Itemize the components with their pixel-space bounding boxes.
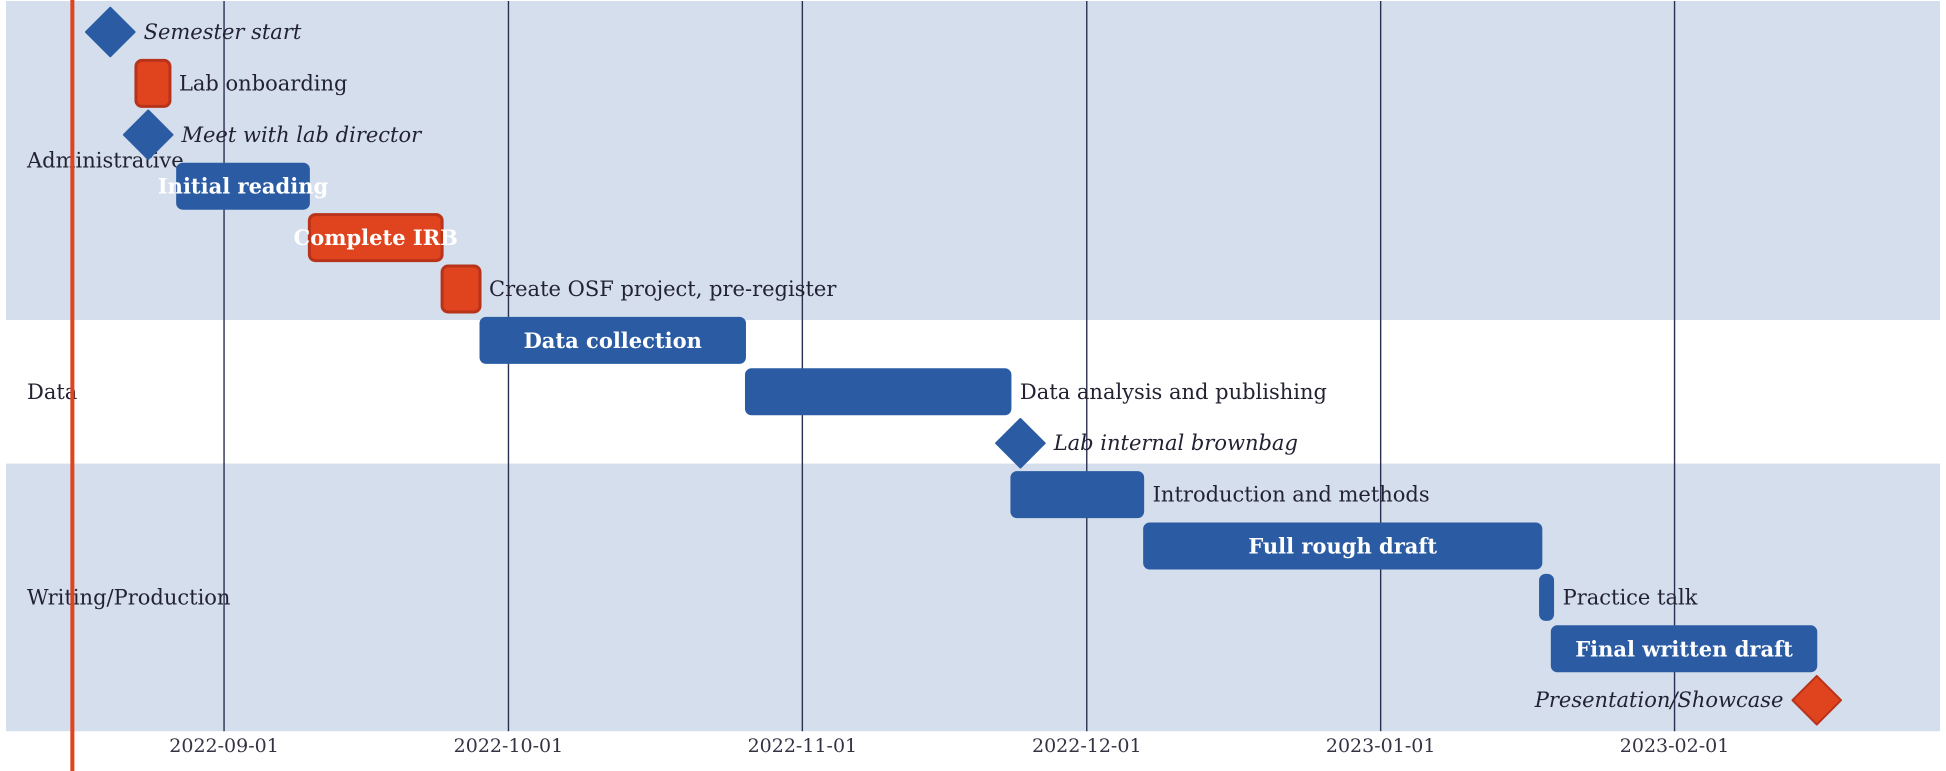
milestone-marker (995, 417, 1046, 469)
task-label: Introduction and methods (1153, 483, 1430, 507)
task-bar (307, 213, 444, 263)
group-label: Data (27, 380, 77, 404)
group-label: Administrative (26, 149, 184, 173)
milestone-label: Lab internal brownbag (1053, 431, 1298, 455)
task-label: Complete IRB (294, 225, 458, 250)
task-label: Initial reading (158, 174, 329, 199)
task-label: Final written draft (1575, 636, 1793, 661)
task-bar (134, 58, 172, 108)
milestone-label: Presentation/Showcase (1534, 688, 1784, 712)
x-tick-label: 2022-12-01 (1032, 735, 1142, 757)
task-label: Create OSF project, pre-register (489, 277, 837, 301)
task-label: Lab onboarding (179, 71, 348, 95)
task-bar (1539, 573, 1555, 621)
milestone-label: Meet with lab director (181, 123, 424, 147)
task-label: Practice talk (1563, 585, 1698, 609)
task-bar (440, 264, 482, 314)
task-bar (479, 316, 746, 364)
task-label: Data collection (524, 328, 702, 353)
x-tick-label: 2022-10-01 (454, 735, 564, 757)
milestone-marker (84, 6, 136, 58)
task-bar (744, 368, 1012, 416)
x-tick-label: 2022-11-01 (748, 735, 858, 757)
task-label: Full rough draft (1248, 534, 1437, 559)
milestone-marker (122, 109, 174, 161)
task-bar (176, 162, 310, 210)
task-bar (1550, 625, 1818, 673)
group-label: Writing/Production (27, 585, 230, 609)
task-label: Data analysis and publishing (1020, 380, 1327, 404)
milestone-label: Semester start (144, 20, 302, 44)
group-band-0 (6, 1, 1940, 320)
milestone-marker (1791, 674, 1843, 726)
task-bar (1010, 471, 1145, 519)
x-tick-label: 2022-09-01 (169, 735, 279, 757)
group-band-2 (6, 463, 1940, 732)
task-bar (1143, 522, 1543, 570)
x-tick-label: 2023-01-01 (1326, 735, 1436, 757)
x-tick-label: 2023-02-01 (1620, 735, 1730, 757)
